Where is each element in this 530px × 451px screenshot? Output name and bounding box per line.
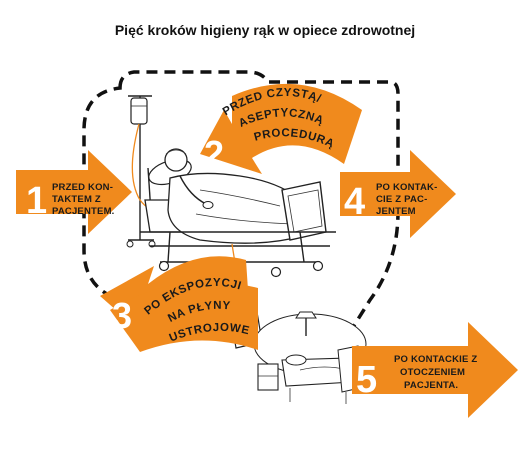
step-5-number: 5 [356,359,377,401]
iv-stand-illustration [126,95,181,248]
step-4-arrow: 4 PO KONTAK- CIE Z PAC- JENTEM [340,150,456,238]
step-2-arrow: 2 PRZED CZYSTĄ/ ASEPTYCZNĄ PROCEDURĄ [200,83,362,174]
step-3-arrow: 3 PO EKSPOZYCJI NA PŁYNY USTROJOWE [100,256,258,352]
step-5-line-2: OTOCZENIEM [400,367,465,378]
patient-zone-border [82,70,400,334]
hospital-bed-illustration [140,148,336,349]
step-5-line-1: PO KONTACKIE Z [394,354,477,365]
step-4-line-1: PO KONTAK- [376,182,437,193]
step-1-line-2: TAKTEM Z [52,194,101,205]
step-4-line-2: CIE Z PAC- [376,194,427,205]
step-2-number: 2 [204,133,224,174]
patient-surroundings-illustration [253,311,367,404]
step-4-line-3: JENTEM [376,206,416,217]
step-1-number: 1 [26,180,47,222]
step-1-line-1: PRZED KON- [52,182,113,193]
step-4-number: 4 [344,181,365,223]
diagram-title: Pięć kroków higieny rąk w opiece zdrowot… [114,22,416,38]
step-5-line-3: PACJENTA. [404,380,458,391]
step-1-line-3: PACJENTEM. [52,206,115,217]
step-3-number: 3 [112,295,132,336]
step-5-arrow: 5 PO KONTACKIE Z OTOCZENIEM PACJENTA. [352,322,518,418]
step-1-arrow: 1 PRZED KON- TAKTEM Z PACJENTEM. [16,150,132,234]
